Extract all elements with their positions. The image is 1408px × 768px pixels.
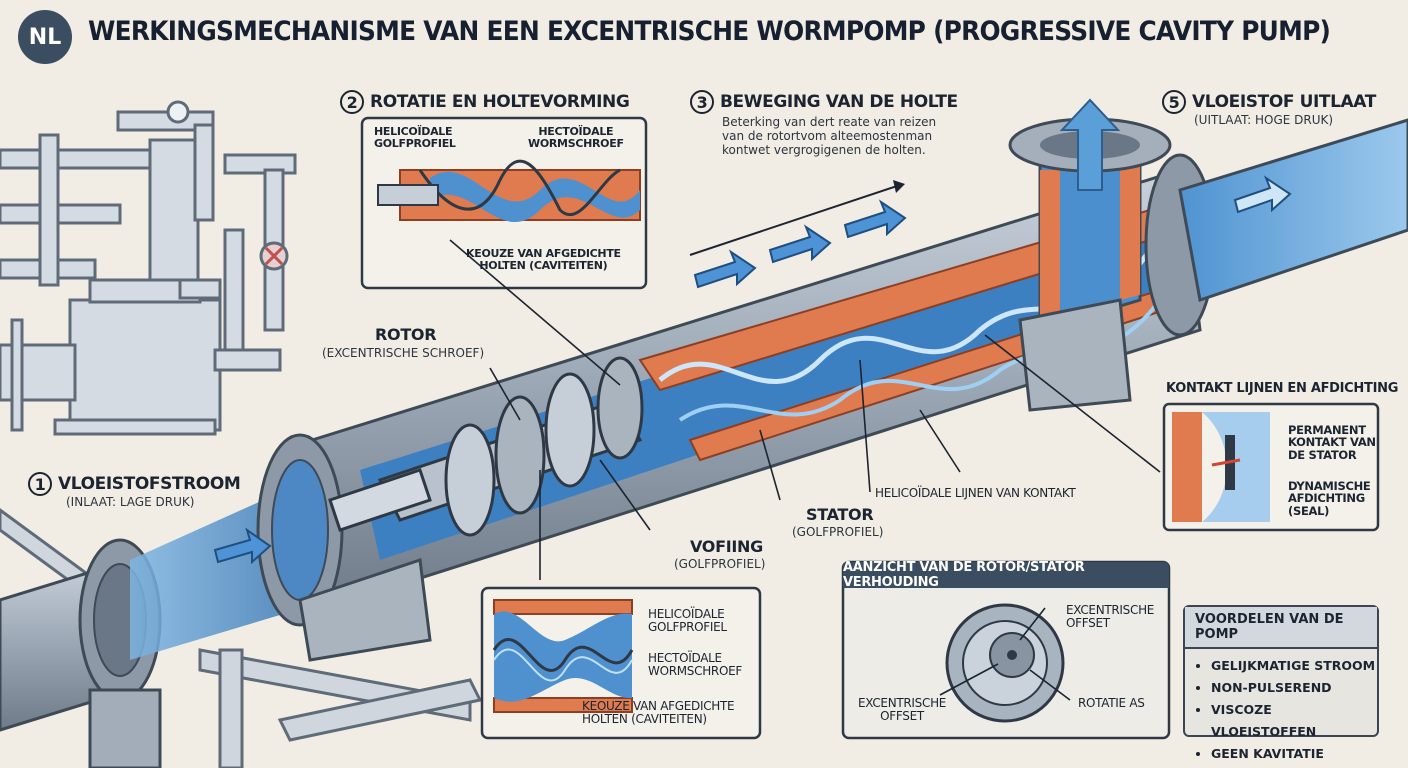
- inset2-label-b-line: WORMSCHROEF: [528, 136, 624, 150]
- flow-arrows: [213, 175, 1292, 565]
- motion-arrow-line: [689, 184, 901, 256]
- rotor-sub: (EXCENTRISCHE SCHROEF): [322, 346, 485, 360]
- ratio-label-b: EXCENTRISCHE OFFSET: [858, 697, 946, 723]
- outlet-housing: [1008, 98, 1172, 333]
- stator-label: STATOR: [806, 505, 874, 524]
- vofiing-sub: (GOLFPROFIEL): [674, 557, 766, 571]
- inset2-label-a-line: GOLFPROFIEL: [374, 136, 456, 150]
- vofiing-label: VOFIING: [690, 537, 763, 556]
- contact-lines-label: HELICOÏDALE LIJNEN VAN KONTAKT: [875, 486, 1076, 500]
- ratio-label-a: EXCENTRISCHE OFFSET: [1066, 604, 1154, 630]
- ratio-label-b-line: EXCENTRISCHE: [858, 696, 947, 710]
- inset2-label-c: KEOUZE VAN AFGEDICHTE HOLTEN (CAVITEITEN…: [466, 248, 621, 272]
- inset2-label-b-line: HECTOÏDALE: [538, 125, 614, 138]
- step1-number: 1: [28, 472, 52, 496]
- contact-panel-label-b-line: (SEAL): [1288, 503, 1330, 518]
- outlet-pipe: [1178, 118, 1408, 302]
- ratio-label-b-line: OFFSET: [880, 708, 924, 723]
- advantages-title: VOORDELEN VAN DE POMP: [1185, 607, 1377, 649]
- inset2-label-c-line: KEOUZE VAN AFGEDICHTE: [466, 247, 621, 260]
- step5-heading: 5 VLOEISTOF UITLAAT: [1162, 90, 1376, 114]
- contact-panel-label-a: PERMANENT KONTAKT VAN DE STATOR: [1288, 423, 1376, 462]
- step3-number: 3: [690, 90, 714, 114]
- bottom-inset-label-b-line: HECTOÏDALE: [648, 651, 722, 665]
- advantages-panel: VOORDELEN VAN DE POMP GELIJKMATIGE STROO…: [1183, 605, 1379, 761]
- bottom-inset-box: [480, 586, 762, 740]
- step3-description: Beterking van dert reate van reizen van …: [722, 115, 937, 157]
- step3-heading: 3 BEWEGING VAN DE HOLTE: [690, 90, 958, 114]
- stator-sub: (GOLFPROFIEL): [792, 525, 884, 539]
- rotor-screw: [328, 356, 644, 537]
- bottom-inset-label-a-line: GOLFPROFIEL: [648, 619, 727, 634]
- bottom-inset-label-a: HELICOÏDALE GOLFPROFIEL: [648, 608, 727, 634]
- inset2-label-c-line: HOLTEN (CAVITEITEN): [479, 258, 608, 272]
- bottom-inset-label-b: HECTOÏDALE WORMSCHROEF: [648, 652, 742, 678]
- ratio-panel-box: [841, 560, 1171, 740]
- bottom-inset-label-c: KEOUZE VAN AFGEDICHTE HOLTEN (CAVITEITEN…: [582, 699, 735, 726]
- bottom-inset-label-c-line: KEOUZE VAN AFGEDICHTE: [582, 699, 735, 713]
- bottom-inset-label-b-line: WORMSCHROEF: [648, 663, 742, 678]
- step5-label: VLOEISTOF UITLAAT: [1192, 92, 1376, 112]
- advantage-item: GEEN KAVITATIE: [1211, 743, 1377, 765]
- leader-lines: [449, 239, 1161, 701]
- advantages-list: GELIJKMATIGE STROOM NON-PULSEREND VISCOZ…: [1185, 655, 1377, 765]
- ratio-label-a-line: EXCENTRISCHE: [1066, 603, 1155, 617]
- inset2-label-a-line: HELICOÏDALE: [374, 125, 453, 138]
- step2-label: ROTATIE EN HOLTEVORMING: [370, 92, 630, 112]
- advantage-item: GELIJKMATIGE STROOM: [1211, 655, 1377, 677]
- ratio-panel-title: AANZICHT VAN DE ROTOR/STATOR VERHOUDING: [843, 560, 1169, 590]
- bottom-inset-label-a-line: HELICOÏDALE: [648, 607, 725, 621]
- rotor-label: ROTOR: [375, 325, 437, 344]
- motion-arrow-head: [893, 180, 905, 193]
- step5-sub: (UITLAAT: HOGE DRUK): [1194, 113, 1334, 127]
- contact-panel-box: [1162, 402, 1380, 532]
- bottom-inset-label-c-line: HOLTEN (CAVITEITEN): [582, 711, 707, 726]
- contact-panel-label-a-line: KONTAKT VAN: [1288, 435, 1376, 450]
- step2-number: 2: [340, 90, 364, 114]
- contact-panel-label-b-line: AFDICHTING: [1288, 491, 1365, 506]
- advantage-item: VISCOZE VLOEISTOFFEN: [1211, 699, 1377, 743]
- contact-panel-title: KONTAKT LIJNEN EN AFDICHTING: [1166, 381, 1399, 396]
- step1-label: VLOEISTOFSTROOM: [58, 474, 241, 494]
- step1-sub: (INLAAT: LAGE DRUK): [66, 495, 195, 509]
- page-title: WERKINGSMECHANISME VAN EEN EXCENTRISCHE …: [88, 16, 1331, 47]
- ratio-label-a-line: OFFSET: [1066, 615, 1110, 630]
- contact-panel-label-a-line: DE STATOR: [1288, 447, 1357, 462]
- advantage-item: NON-PULSEREND: [1211, 677, 1377, 699]
- pump-supports: [298, 298, 1132, 662]
- contact-panel-label-b-line: DYNAMISCHE: [1288, 479, 1371, 493]
- step5-number: 5: [1162, 90, 1186, 114]
- inset2-label-a: HELICOÏDALE GOLFPROFIEL: [374, 126, 456, 150]
- step3-desc-line: Beterking van dert reate van reizen: [722, 115, 937, 129]
- step3-desc-line: van de rotortvom alteemostenman: [722, 128, 933, 143]
- ratio-label-c: ROTATIE AS: [1078, 696, 1145, 710]
- step3-label: BEWEGING VAN DE HOLTE: [720, 92, 958, 112]
- contact-panel-label-b: DYNAMISCHE AFDICHTING (SEAL): [1288, 479, 1371, 518]
- step3-desc-line: kontwet vergrogigenen de holten.: [722, 142, 926, 157]
- step1-heading: 1 VLOEISTOFSTROOM: [28, 472, 241, 496]
- contact-panel-label-a-line: PERMANENT: [1288, 423, 1366, 437]
- inset-rotation-box: [360, 116, 648, 290]
- background-piping: [0, 100, 297, 436]
- step2-heading: 2 ROTATIE EN HOLTEVORMING: [340, 90, 630, 114]
- language-badge: NL: [18, 10, 72, 64]
- inset2-label-b: HECTOÏDALE WORMSCHROEF: [528, 126, 624, 150]
